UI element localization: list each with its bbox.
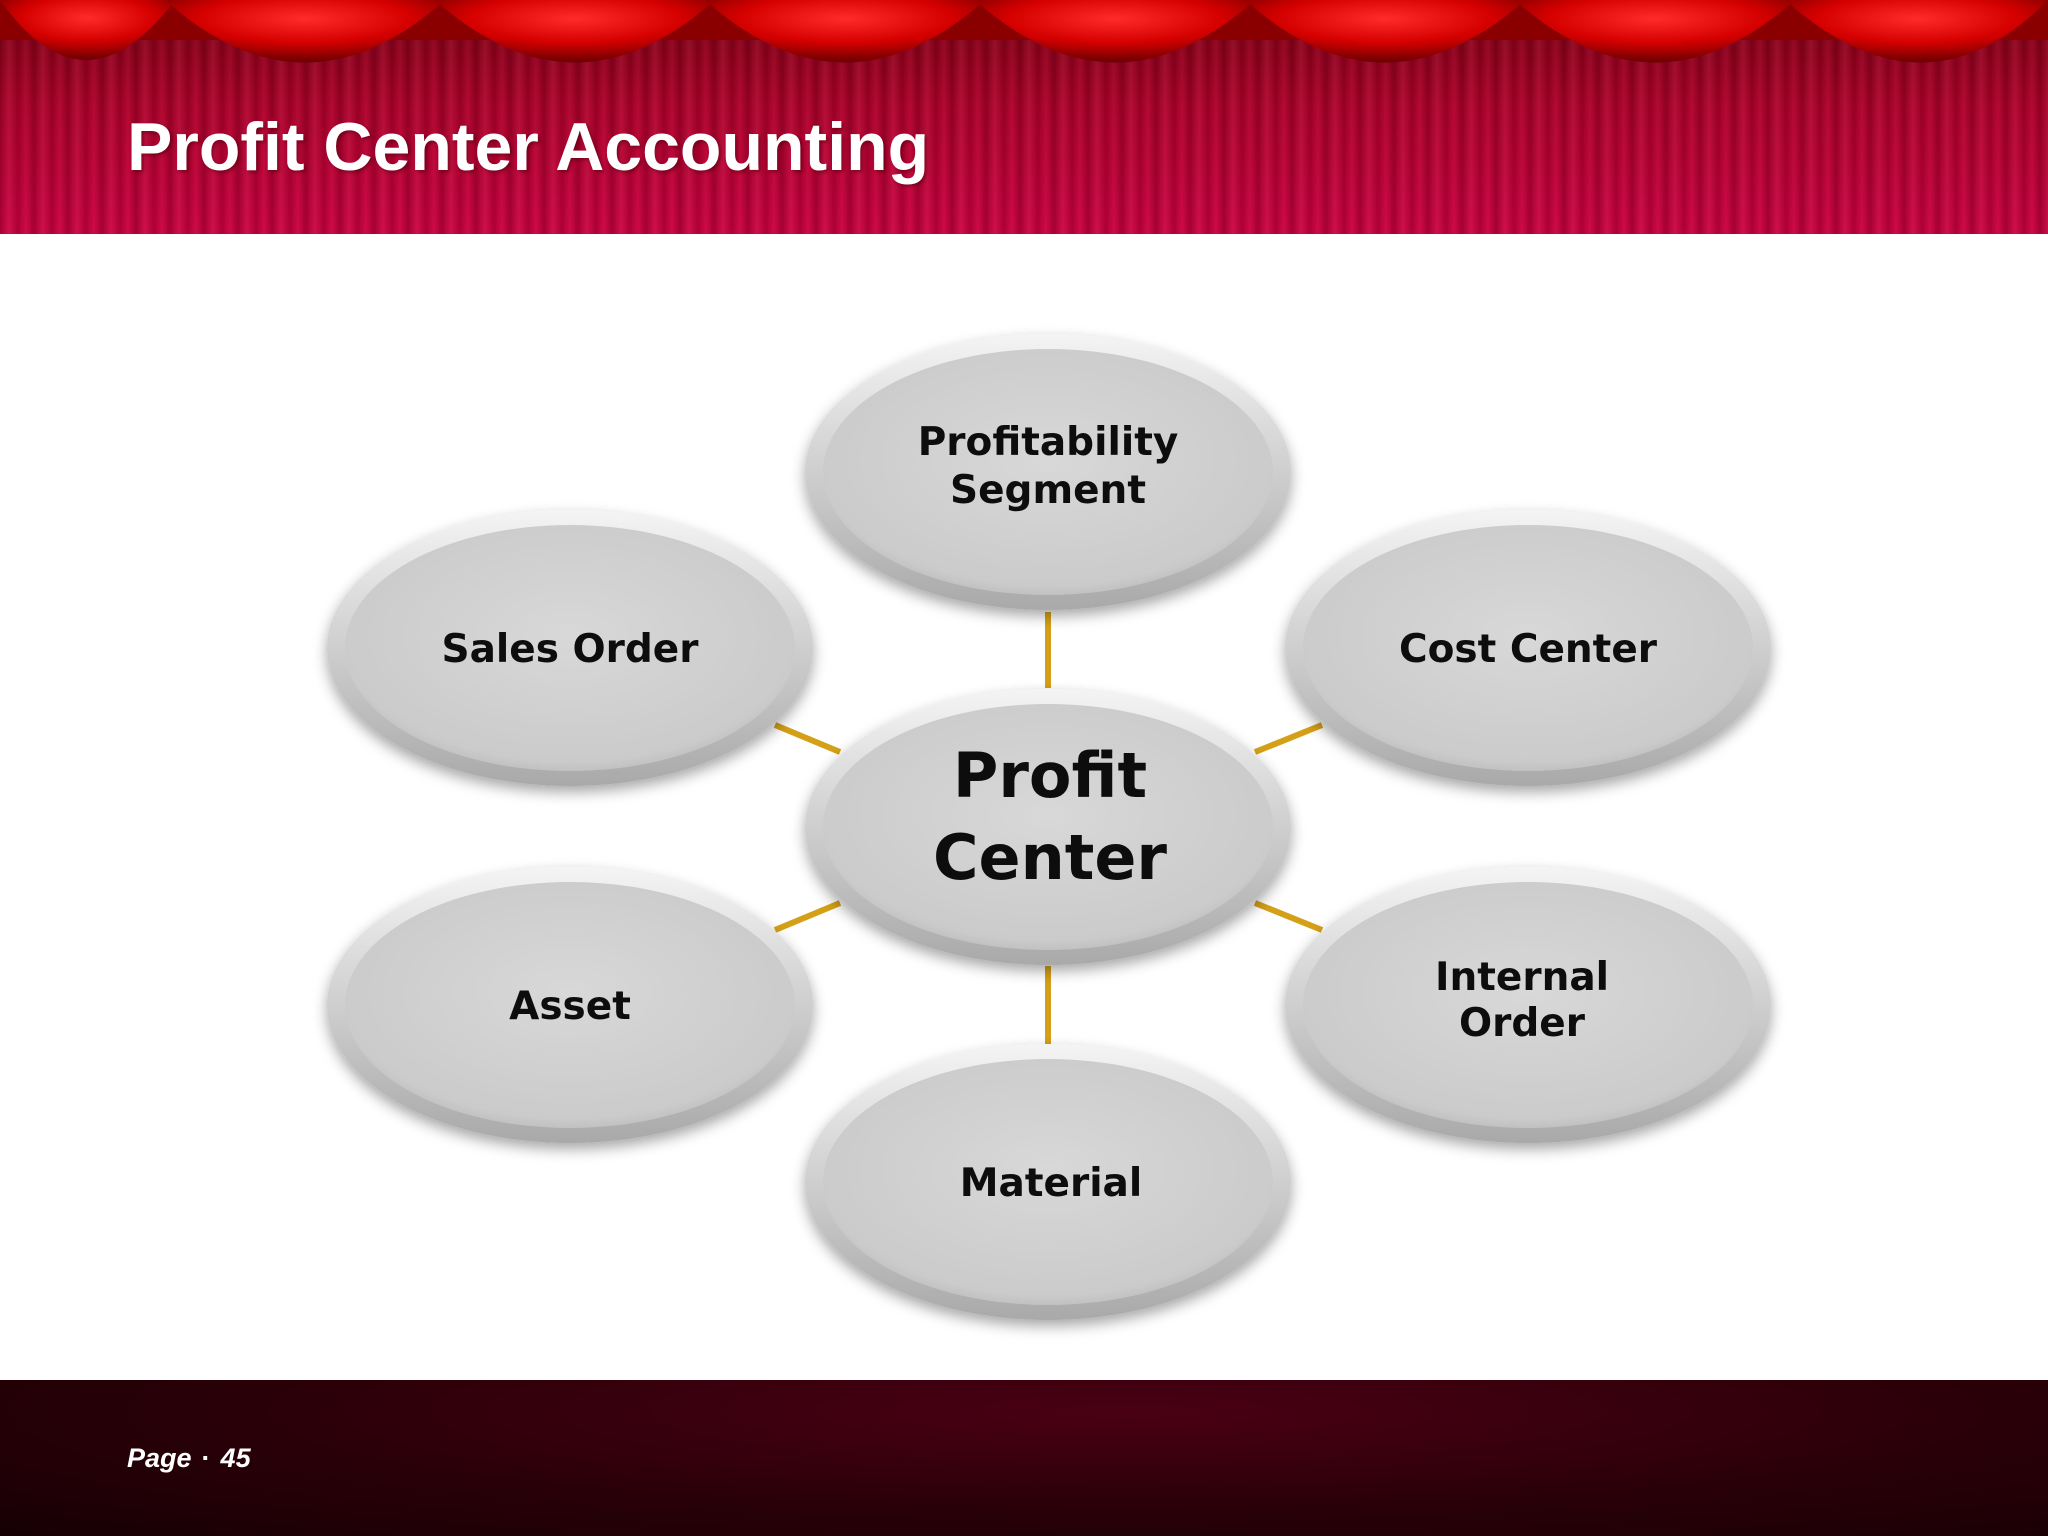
center-label-line: Profit — [953, 739, 1147, 812]
node-profit-center: Profit Center — [805, 689, 1291, 965]
slide-header: Profit Center Accounting — [0, 0, 2048, 234]
node-asset: Asset — [327, 867, 813, 1143]
center-label-line: Center — [933, 821, 1167, 894]
node-material: Material — [805, 1044, 1291, 1320]
page-number-value: 45 — [220, 1443, 251, 1473]
page-separator: · — [201, 1443, 211, 1473]
slide-title: Profit Center Accounting — [127, 109, 930, 185]
connectors — [773, 612, 1324, 1044]
node-label-line: Sales Order — [441, 627, 699, 672]
node-label-line: Segment — [950, 468, 1146, 513]
node-sales-order: Sales Order — [327, 510, 813, 786]
node-label-line: Order — [1459, 1001, 1586, 1046]
page-number: Page · 45 — [127, 1443, 251, 1474]
node-cost-center: Cost Center — [1285, 510, 1771, 786]
connector-cost-center — [1253, 722, 1324, 755]
node-label-line: Asset — [509, 984, 631, 1029]
curtain-valance — [0, 0, 2048, 63]
node-label-line: Profitability — [918, 420, 1179, 465]
slide-footer — [0, 1380, 2048, 1536]
node-profitability-segment: Profitability Segment — [805, 334, 1291, 610]
connector-sales-order — [773, 722, 842, 755]
node-label-line: Internal — [1435, 955, 1609, 1000]
node-internal-order: Internal Order — [1285, 867, 1771, 1143]
node-label-line: Cost Center — [1399, 627, 1658, 672]
node-label-line: Material — [960, 1161, 1143, 1206]
connector-internal-order — [1253, 900, 1324, 933]
connector-asset — [773, 900, 842, 933]
page-label: Page — [127, 1443, 192, 1473]
